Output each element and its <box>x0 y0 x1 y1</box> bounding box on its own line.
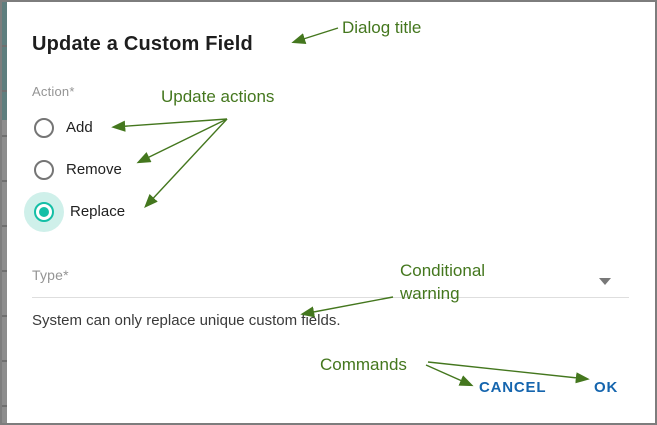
type-field-label: Type* <box>32 267 69 283</box>
arrow-to-replace <box>144 118 228 209</box>
radio-unchecked-icon <box>34 160 54 180</box>
arrow-to-remove <box>136 118 228 164</box>
annotation-conditional-warning: Conditional warning <box>400 261 486 303</box>
radio-option-label: Remove <box>66 161 122 178</box>
background-page-edge <box>2 2 7 423</box>
radio-unchecked-icon <box>34 118 54 138</box>
radio-option-label: Replace <box>70 203 126 220</box>
arrow-to-dialog-title <box>291 27 339 44</box>
radio-checked-icon <box>34 202 54 222</box>
ok-button[interactable]: OK <box>590 377 622 398</box>
conditional-warning-text: System can only replace unique custom fi… <box>32 312 341 329</box>
annotation-dialog-title: Dialog title <box>342 18 422 37</box>
annotation-update-actions: Update actions <box>161 87 275 106</box>
cancel-button[interactable]: CANCEL <box>475 377 550 398</box>
action-field-label: Action* <box>32 84 75 99</box>
arrow-to-cancel <box>425 364 474 387</box>
field-underline <box>32 297 629 298</box>
annotation-commands: Commands <box>320 355 407 374</box>
dialog-title: Update a Custom Field <box>32 33 253 55</box>
radio-option-label: Add <box>66 119 93 136</box>
type-select[interactable] <box>32 260 629 298</box>
arrow-to-add <box>111 118 228 132</box>
caret-down-icon <box>599 278 611 285</box>
